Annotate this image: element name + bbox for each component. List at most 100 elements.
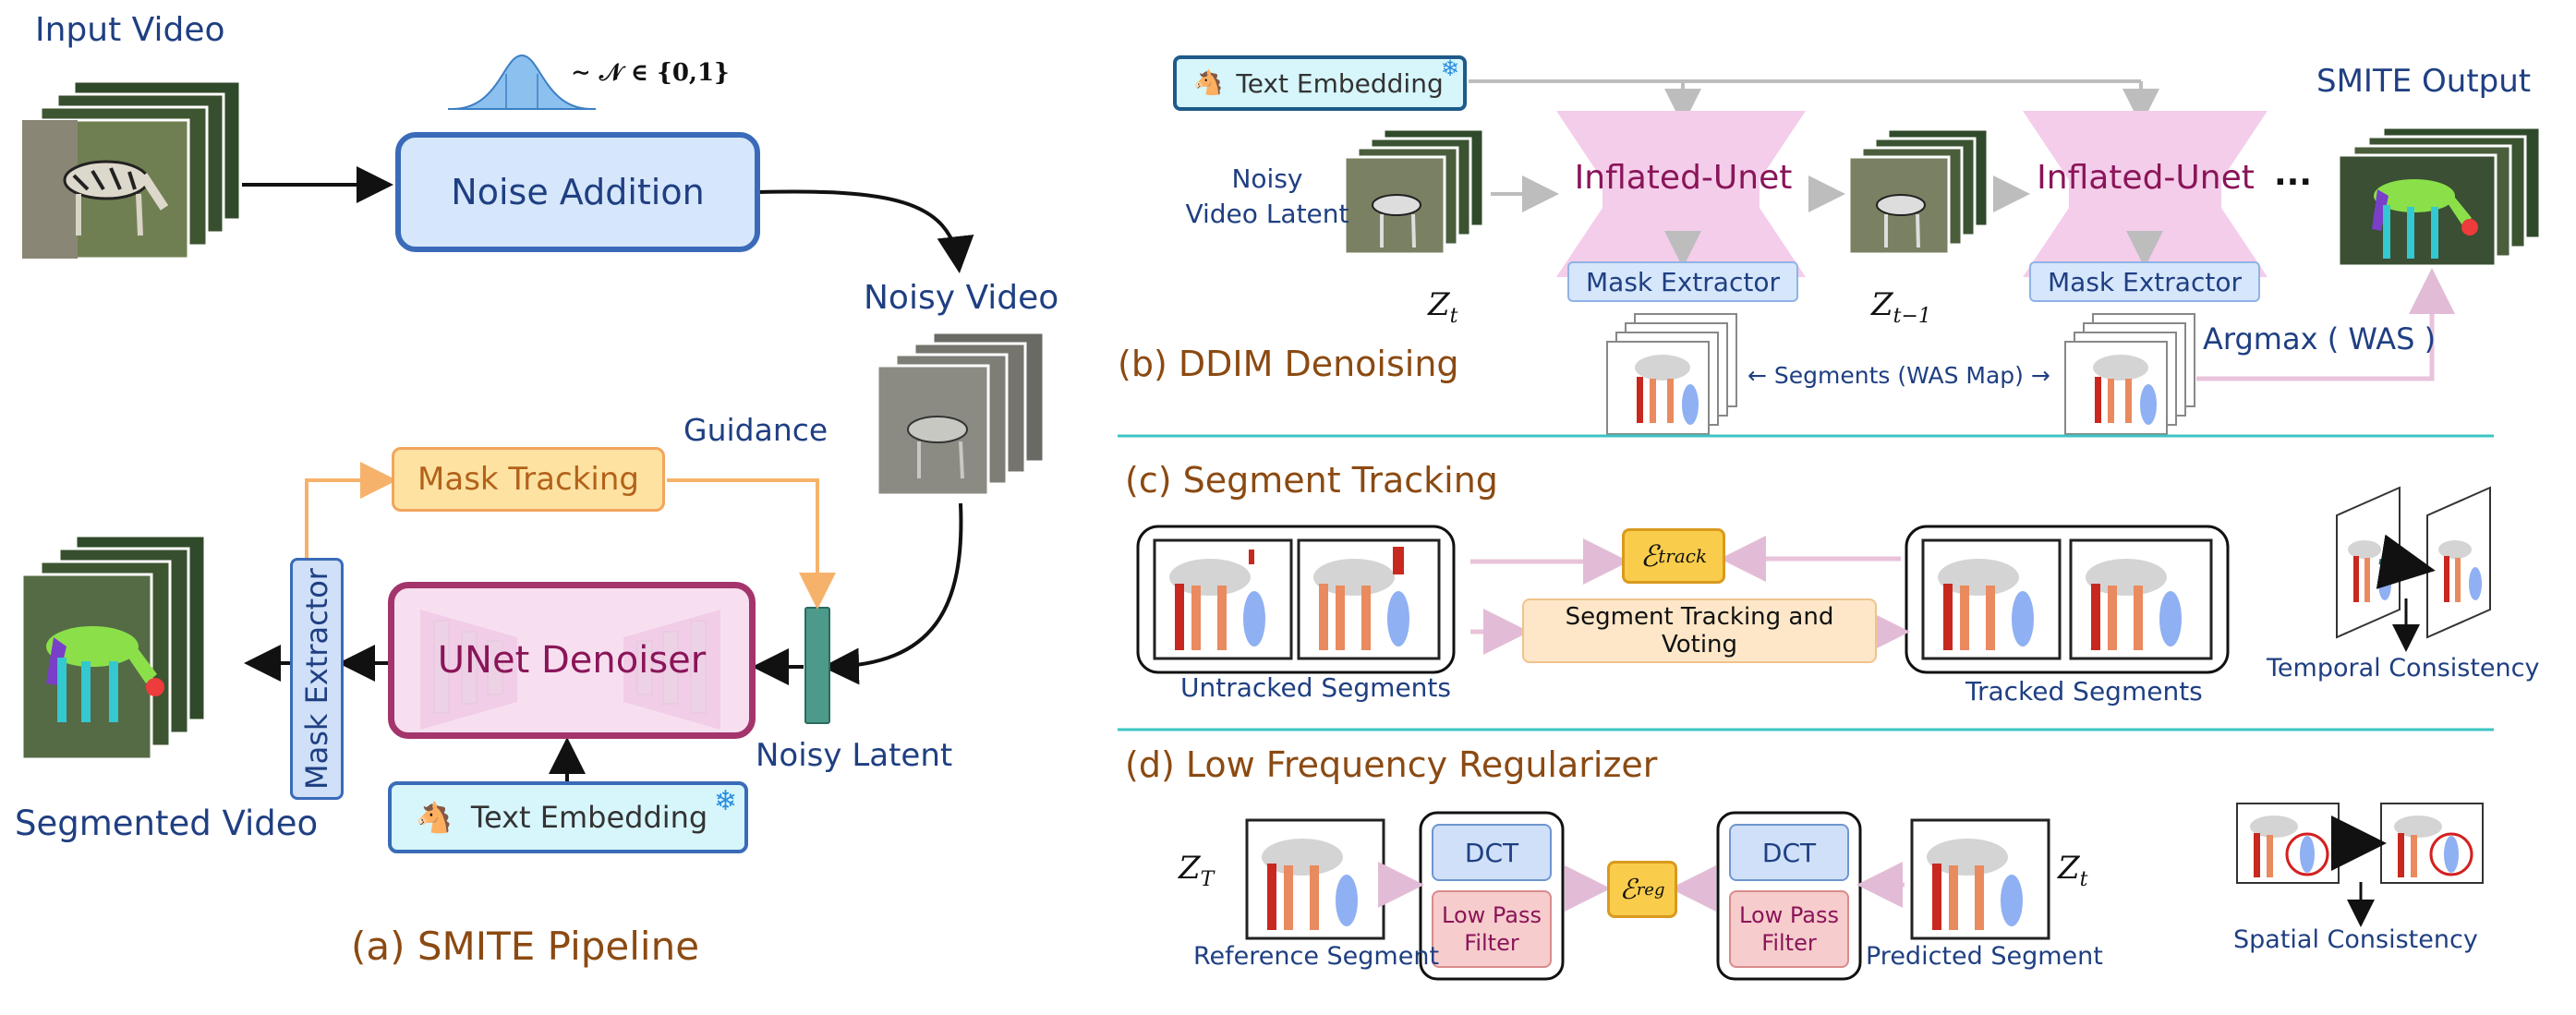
segmented-video-label: Segmented Video: [15, 804, 319, 843]
unet-denoiser-label: UNet Denoiser: [437, 639, 707, 682]
noisy-video-label: Noisy Video: [864, 279, 1059, 317]
tracked-segments-label: Tracked Segments: [1965, 676, 2203, 707]
segments-was-map-label: ← Segments (WAS Map) →: [1748, 362, 2050, 389]
zt1-latent-frames: [1847, 127, 1989, 256]
zt-reg-symbol-sub: t: [2079, 867, 2088, 891]
zt-symbol-main: Z: [1428, 286, 1450, 323]
zt-symbol: Zt: [1428, 286, 1457, 328]
horse-icon: 🐴: [416, 800, 453, 835]
e-reg-symbol: ℰ: [1619, 873, 1637, 906]
argmax-label: Argmax ( WAS ): [2203, 321, 2437, 356]
predicted-segment-label: Predicted Segment: [1866, 942, 2103, 971]
mask-extractor-2-box: Mask Extractor: [2029, 261, 2260, 302]
reference-segment-label: Reference Segment: [1193, 942, 1440, 971]
segmented-video-frames: [20, 534, 207, 761]
mask-extractor-1-label: Mask Extractor: [1586, 266, 1780, 297]
dct-1-box: DCT: [1432, 824, 1552, 881]
ddim-caption: (b) DDIM Denoising: [1118, 344, 1459, 384]
zt-symbol-sub: t: [1449, 304, 1458, 328]
low-pass-1-line2: Filter: [1464, 930, 1519, 956]
arrow-argmax-to-output: [2196, 268, 2455, 381]
noise-formula: ∼ 𝒩 ∈ {0,1}: [571, 59, 730, 87]
reference-segment-image: [1245, 818, 1385, 940]
guidance-label: Guidance: [683, 412, 828, 448]
zT-symbol-main: Z: [1179, 850, 1201, 887]
zT-symbol: ZT: [1179, 850, 1214, 891]
snowflake-icon: ❄: [713, 785, 737, 817]
arrow-tracking-to-latent: [667, 478, 836, 610]
smite-output-frames: [2337, 126, 2542, 268]
e-track-symbol: ℰ: [1639, 538, 1659, 574]
text-embedding-box: 🐴 Text Embedding ❄: [388, 781, 748, 853]
noisy-video-latent-line1: Noisy: [1231, 163, 1303, 194]
dct-2-label: DCT: [1761, 837, 1817, 868]
untracked-segment-2: [1297, 538, 1441, 660]
dct-1-label: DCT: [1464, 837, 1519, 868]
input-video-label: Input Video: [35, 11, 225, 49]
dct-2-box: DCT: [1729, 824, 1849, 881]
ddim-ellipsis: ...: [2274, 155, 2313, 193]
noisy-latent-bar: [804, 607, 830, 724]
was-map-2: [2064, 313, 2195, 435]
mask-extractor-2-label: Mask Extractor: [2048, 266, 2242, 297]
temporal-consistency-icon: [2336, 486, 2491, 652]
spatial-consistency-icon: [2236, 803, 2484, 927]
arrow-extractor-to-tracking: [305, 462, 397, 560]
noisy-video-frames: [876, 331, 1046, 497]
zt-reg-symbol-main: Z: [2058, 850, 2080, 887]
smite-output-label: SMITE Output: [2316, 63, 2532, 100]
ddim-text-embedding-box: 🐴 Text Embedding ❄: [1173, 55, 1467, 111]
e-track-sub: track: [1658, 545, 1708, 567]
mask-tracking-label: Mask Tracking: [417, 461, 639, 498]
untracked-segment-1: [1153, 538, 1293, 660]
zt1-symbol: Zt−1: [1871, 286, 1931, 328]
gaussian-curve-icon: [448, 54, 596, 110]
inflated-unet-1-label: Inflated-Unet: [1574, 159, 1793, 197]
was-map-1: [1606, 313, 1737, 435]
arrow-noise-to-noisy-video: [758, 189, 974, 273]
predicted-segment-image: [1910, 818, 2050, 940]
regularizer-caption: (d) Low Frequency Regularizer: [1125, 744, 1658, 785]
noise-addition-label: Noise Addition: [451, 172, 705, 212]
text-embedding-label: Text Embedding: [470, 800, 708, 835]
tracked-segment-1: [1921, 538, 2062, 660]
snowflake-icon: ❄: [1440, 55, 1459, 81]
mask-extractor-box: Mask Extractor: [290, 558, 344, 800]
inflated-unet-2-label: Inflated-Unet: [2037, 159, 2255, 197]
unet-denoiser-box: UNet Denoiser: [388, 582, 756, 739]
zt1-symbol-sub: t−1: [1893, 304, 1931, 328]
low-pass-1-line1: Low Pass: [1442, 902, 1542, 928]
tracked-segment-2: [2069, 538, 2213, 660]
inflated-unet-2-shape: [2023, 111, 2268, 277]
noisy-video-latent-line2: Video Latent: [1185, 198, 1349, 229]
mask-tracking-box: Mask Tracking: [392, 447, 665, 512]
low-pass-2-line2: Filter: [1761, 930, 1817, 956]
zt-reg-symbol: Zt: [2058, 850, 2087, 891]
low-pass-2-line1: Low Pass: [1739, 902, 1839, 928]
ddim-text-embedding-label: Text Embedding: [1236, 67, 1444, 99]
mask-extractor-label: Mask Extractor: [299, 568, 334, 790]
zT-symbol-sub: T: [1200, 867, 1215, 891]
tracking-caption: (c) Segment Tracking: [1125, 460, 1498, 501]
zt1-symbol-main: Z: [1871, 286, 1893, 323]
noisy-video-latent-label: Noisy Video Latent: [1184, 162, 1350, 232]
mask-extractor-1-box: Mask Extractor: [1567, 261, 1798, 302]
inflated-unet-1-shape: [1556, 111, 1806, 277]
input-video-frames: [20, 79, 242, 260]
low-pass-2-box: Low Pass Filter: [1729, 890, 1849, 968]
segment-tracking-voting-label: Segment Tracking and Voting: [1565, 603, 1834, 659]
e-reg-sub: reg: [1636, 879, 1665, 900]
noise-addition-box: Noise Addition: [395, 132, 760, 252]
temporal-consistency-label: Temporal Consistency: [2267, 654, 2540, 683]
horse-icon: 🐴: [1193, 69, 1224, 97]
noisy-latent-label: Noisy Latent: [756, 737, 953, 774]
low-pass-1-box: Low Pass Filter: [1432, 890, 1552, 968]
arrow-noisy-video-to-latent: [822, 502, 963, 685]
untracked-segments-label: Untracked Segments: [1180, 672, 1451, 703]
segment-tracking-voting-box: Segment Tracking and Voting: [1522, 598, 1877, 663]
zt-latent-frames: [1343, 127, 1485, 256]
